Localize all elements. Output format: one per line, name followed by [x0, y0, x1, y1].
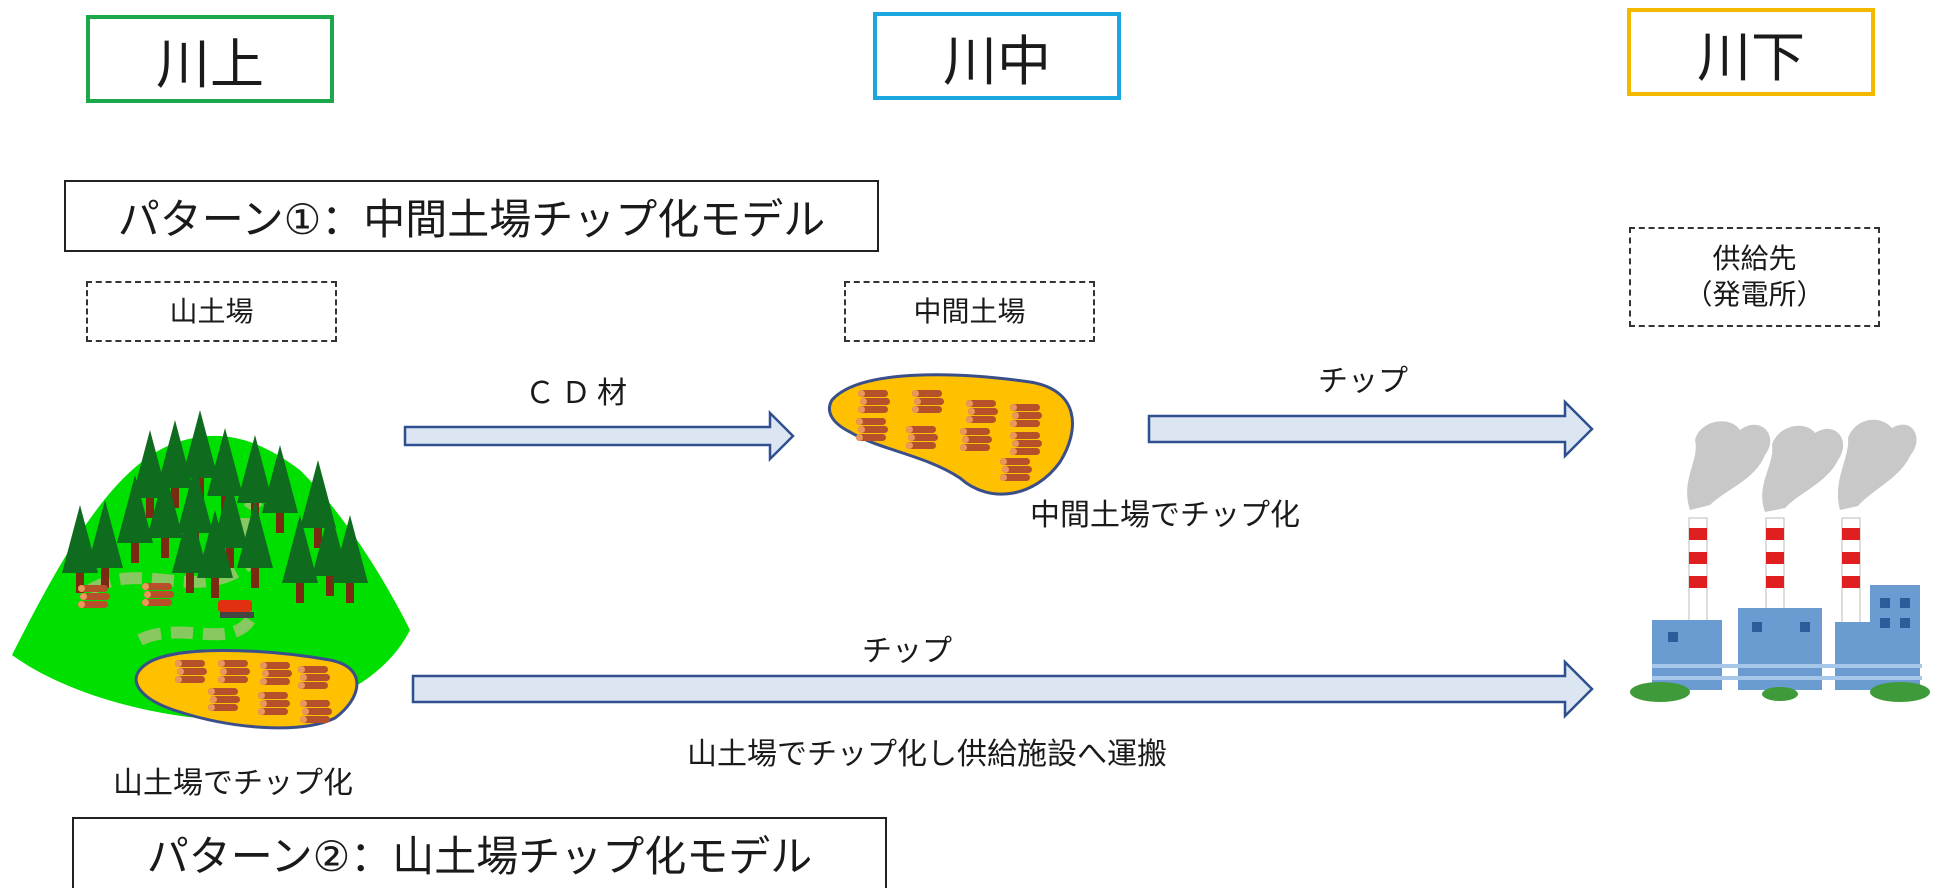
- pattern1-title: パターン①：中間土場チップ化モデル: [64, 180, 879, 252]
- cd-wood-label: ＣＤ材: [525, 376, 633, 411]
- middle-yard-logs: [827, 373, 1074, 496]
- arrow-chip-top: [1147, 398, 1594, 460]
- arrow-chip-bottom: [411, 658, 1594, 720]
- arrow-cd-wood: [403, 409, 795, 463]
- supply-destination-box: 供給先 （発電所）: [1629, 227, 1880, 327]
- chip-top-label: チップ: [1318, 364, 1408, 399]
- pattern2-label: パターン②：山土場チップ化モデル: [146, 832, 813, 881]
- stage-downstream: 川下: [1627, 8, 1875, 96]
- stage-midstream: 川中: [873, 12, 1121, 100]
- forest-mountain-icon: [12, 410, 410, 720]
- stage-midstream-label: 川中: [943, 29, 1051, 93]
- pattern1-label: パターン①：中間土場チップ化モデル: [117, 194, 826, 244]
- supply-destination-line1: 供給先: [1712, 242, 1797, 275]
- stage-upstream-label: 川上: [156, 32, 264, 96]
- stage-downstream-label: 川下: [1697, 25, 1805, 89]
- mountain-yard-box: 山土場: [86, 281, 337, 342]
- stage-upstream: 川上: [86, 15, 334, 103]
- pattern2-title: パターン②：山土場チップ化モデル: [72, 817, 887, 888]
- mountain-yard-label: 山土場: [169, 294, 254, 328]
- middle-yard-box: 中間土場: [844, 281, 1095, 342]
- transport-caption: 山土場でチップ化し供給施設へ運搬: [687, 737, 1167, 772]
- chip-bottom-label: チップ: [862, 634, 952, 669]
- middle-yard-label: 中間土場: [913, 294, 1026, 328]
- mountain-yard-logs: [134, 649, 359, 730]
- supply-destination-line2: （発電所）: [1684, 278, 1825, 311]
- mountain-chipping-caption: 山土場でチップ化: [113, 766, 353, 801]
- power-plant-icon: [1630, 419, 1930, 702]
- middle-chipping-caption: 中間土場でチップ化: [1030, 498, 1300, 533]
